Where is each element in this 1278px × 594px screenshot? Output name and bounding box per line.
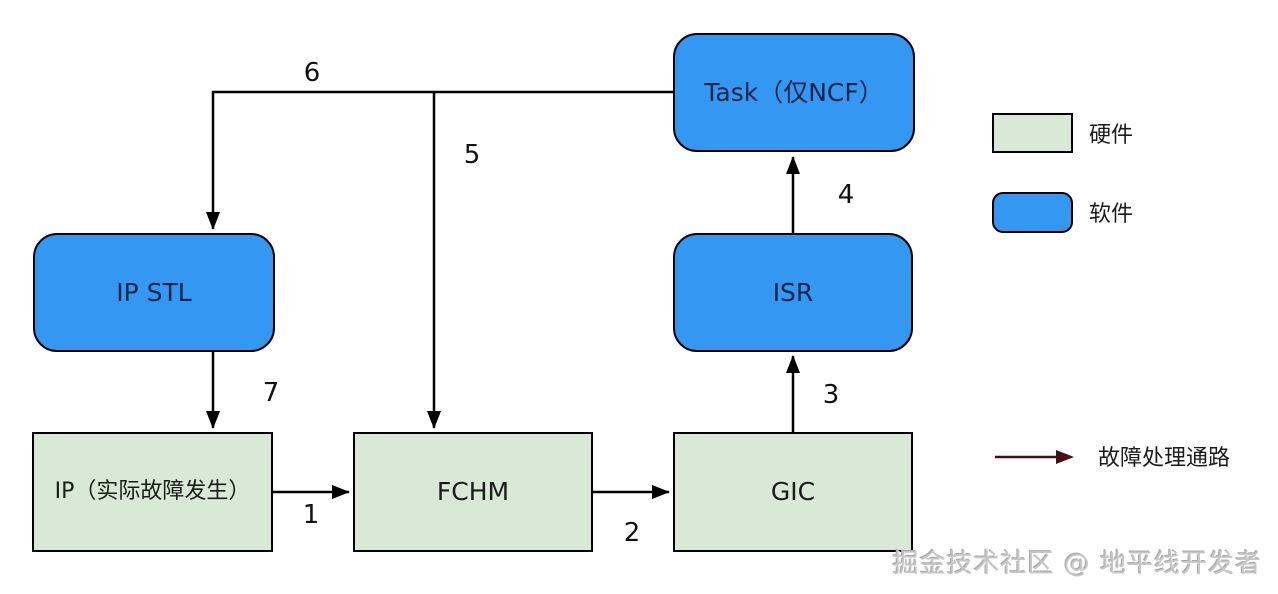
node-ip-label: IP（实际故障发生）	[54, 478, 251, 504]
node-isr: ISR	[673, 233, 913, 352]
legend-software-swatch	[992, 192, 1073, 233]
edge-label-3: 3	[822, 380, 840, 410]
legend-software-label: 软件	[1089, 202, 1134, 227]
edge-label-2: 2	[623, 518, 641, 548]
node-fchm-label: FCHM	[436, 477, 510, 506]
legend-hardware-label: 硬件	[1089, 123, 1134, 148]
node-task-label: Task（仅NCF）	[704, 77, 884, 107]
node-fchm: FCHM	[353, 432, 593, 552]
edge-label-6: 6	[303, 58, 321, 88]
node-task: Task（仅NCF）	[673, 33, 915, 152]
edge-6-task-to-ipstl	[206, 90, 673, 230]
edge-label-1: 1	[302, 500, 320, 530]
node-isr-label: ISR	[772, 277, 814, 307]
node-ip: IP（实际故障发生）	[32, 432, 273, 552]
legend-arrow-label: 故障处理通路	[1098, 446, 1231, 471]
watermark: 掘金技术社区 @ 地平线开发者	[892, 549, 1262, 579]
node-gic: GIC	[673, 432, 913, 552]
node-ip-stl-label: IP STL	[116, 277, 192, 307]
legend-hardware-swatch	[992, 113, 1073, 153]
edge-label-4: 4	[837, 180, 855, 210]
edge-label-7: 7	[262, 378, 280, 408]
node-gic-label: GIC	[770, 477, 816, 506]
edge-label-5: 5	[463, 140, 481, 170]
node-ip-stl: IP STL	[33, 233, 275, 352]
